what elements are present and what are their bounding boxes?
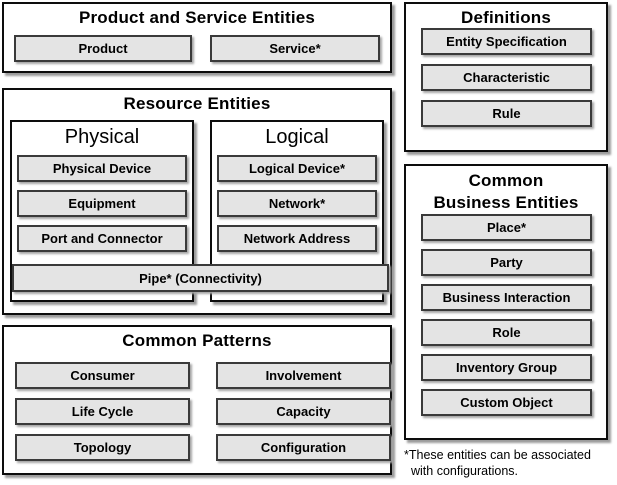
- entity-box-configuration: Configuration: [216, 434, 391, 461]
- entity-box-entity-specification: Entity Specification: [421, 28, 592, 55]
- entity-box-inventory-group: Inventory Group: [421, 354, 592, 381]
- entity-box-party: Party: [421, 249, 592, 276]
- product-service-row: Product Service*: [4, 35, 390, 62]
- entity-box-product: Product: [14, 35, 192, 62]
- resource-entities-title: Resource Entities: [123, 94, 271, 113]
- entity-box-equipment: Equipment: [17, 190, 187, 217]
- entity-box-logical-device: Logical Device*: [217, 155, 377, 182]
- footnote-line1: *These entities can be associated: [404, 448, 591, 462]
- entity-box-involvement: Involvement: [216, 362, 391, 389]
- entity-box-physical-device: Physical Device: [17, 155, 187, 182]
- logical-title: Logical: [265, 126, 329, 148]
- definitions-title: Definitions: [460, 8, 552, 27]
- entity-box-consumer: Consumer: [15, 362, 190, 389]
- cbe-title-line1: Common: [468, 171, 544, 190]
- entity-box-network: Network*: [217, 190, 377, 217]
- entity-box-network-address: Network Address: [217, 225, 377, 252]
- entity-box-pipe-connectivity: Pipe* (Connectivity): [12, 264, 389, 292]
- entity-box-topology: Topology: [15, 434, 190, 461]
- subpanel-physical: Physical Physical Device Equipment Port …: [10, 120, 194, 302]
- entity-box-rule: Rule: [421, 100, 592, 127]
- entity-box-service: Service*: [210, 35, 380, 62]
- cbe-title-line2: Business Entities: [433, 193, 579, 212]
- panel-resource-entities: Resource Entities Physical Physical Devi…: [2, 88, 392, 315]
- physical-title: Physical: [64, 126, 140, 148]
- panel-definitions: Definitions Entity Specification Charact…: [404, 2, 608, 152]
- common-business-entities-title: Common Business Entities: [406, 170, 606, 214]
- common-patterns-title: Common Patterns: [122, 331, 272, 350]
- entity-box-custom-object: Custom Object: [421, 389, 592, 416]
- common-patterns-grid: Consumer Involvement Life Cycle Capacity…: [4, 362, 391, 461]
- panel-common-patterns: Common Patterns Consumer Involvement Lif…: [2, 325, 392, 475]
- footnote-line2: with configurations.: [411, 464, 519, 478]
- entity-box-business-interaction: Business Interaction: [421, 284, 592, 311]
- configurations-footnote: *These entities can be associated with c…: [404, 447, 616, 479]
- entity-box-characteristic: Characteristic: [421, 64, 592, 91]
- panel-common-business-entities: Common Business Entities Place* Party Bu…: [404, 164, 608, 440]
- entity-box-capacity: Capacity: [216, 398, 391, 425]
- product-service-title: Product and Service Entities: [78, 8, 316, 27]
- panel-product-service-entities: Product and Service Entities Product Ser…: [2, 2, 392, 73]
- entity-box-place: Place*: [421, 214, 592, 241]
- entity-box-port-and-connector: Port and Connector: [17, 225, 187, 252]
- entity-box-role: Role: [421, 319, 592, 346]
- entity-box-life-cycle: Life Cycle: [15, 398, 190, 425]
